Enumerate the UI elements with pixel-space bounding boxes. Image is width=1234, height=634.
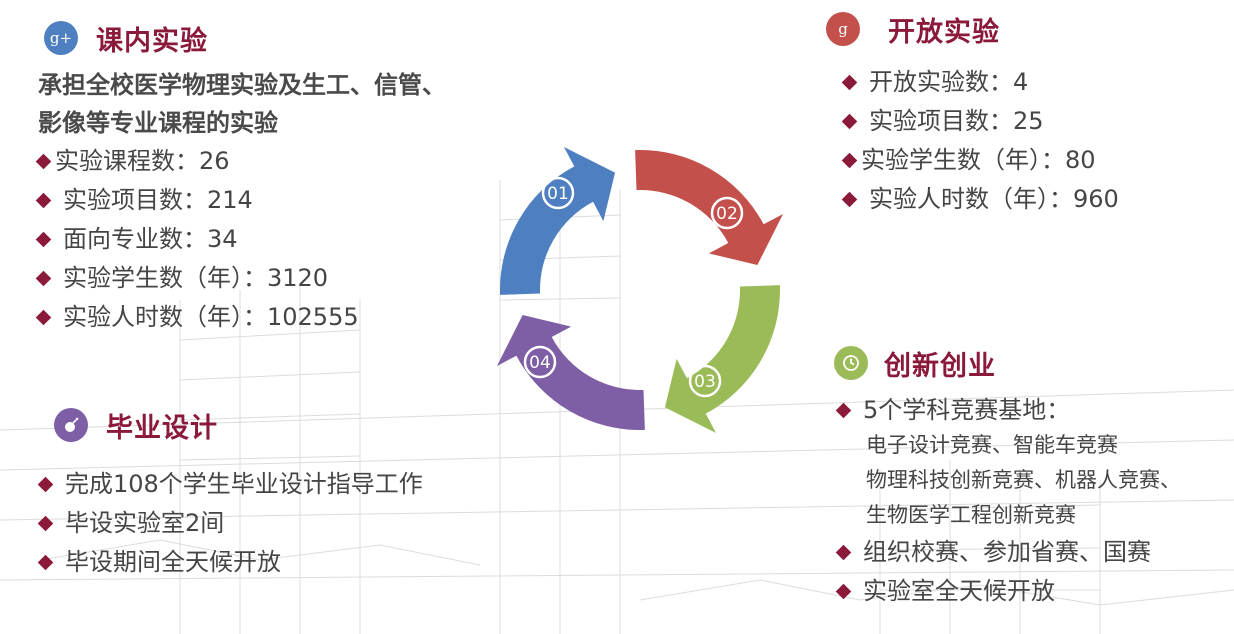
diamond-bullet-icon (37, 554, 54, 571)
innovation-section: 创新创业 5个学科竞赛基地： 电子设计竞赛、智能车竞赛 物理科技创新竞赛、机器人… (834, 343, 1181, 611)
diamond-bullet-icon (835, 544, 852, 561)
competition-line: 生物医学工程创新竞赛 (866, 503, 1076, 527)
diamond-bullet-icon (35, 153, 52, 170)
diamond-bullet-icon (841, 191, 858, 208)
list-item: 毕设实验室2间 (37, 504, 423, 543)
diamond-bullet-icon (35, 309, 52, 326)
step-02-label: 02 (710, 196, 744, 230)
open-heading: g 开放实验 (826, 9, 1119, 49)
diamond-bullet-icon (35, 270, 52, 287)
svg-text:02: 02 (716, 204, 738, 224)
diamond-bullet-icon (835, 583, 852, 600)
list-item: 面向专业数：34 (35, 220, 446, 259)
graduation-list: 完成108个学生毕业设计指导工作 毕设实验室2间 毕设期间全天候开放 (37, 465, 423, 582)
list-item: 实验人时数（年）：960 (841, 180, 1119, 219)
competition-base-list: 电子设计竞赛、智能车竞赛 物理科技创新竞赛、机器人竞赛、 生物医学工程创新竞赛 (838, 428, 1181, 533)
svg-text:01: 01 (547, 184, 569, 204)
competition-line: 电子设计竞赛、智能车竞赛 (866, 433, 1118, 457)
step-01-label: 01 (541, 176, 575, 210)
svg-text:04: 04 (529, 353, 551, 373)
competition-line: 物理科技创新竞赛、机器人竞赛、 (866, 468, 1181, 492)
list-item: 5个学科竞赛基地： (835, 391, 1181, 430)
in-class-list: 实验课程数：26 实验项目数：214 面向专业数：34 实验学生数（年）：312… (35, 142, 446, 337)
diamond-bullet-icon (841, 113, 858, 130)
cycle-arrow-04 (496, 314, 645, 430)
in-class-intro: 承担全校医学物理实验及生工、信管、 影像等专业课程的实验 (38, 71, 446, 137)
graduation-heading: 毕业设计 (54, 405, 423, 445)
google-icon: g (826, 12, 860, 46)
list-item: 实验项目数：25 (841, 102, 1119, 141)
diamond-bullet-icon (35, 192, 52, 209)
in-class-title: 课内实验 (96, 25, 208, 57)
google-plus-icon: g+ (44, 21, 78, 55)
list-item: 实验学生数（年）：3120 (35, 259, 446, 298)
step-04-label: 04 (523, 345, 557, 379)
open-section: g 开放实验 开放实验数：4 实验项目数：25 实验学生数（年）：80 实验人时… (826, 9, 1119, 219)
clock-icon (834, 346, 868, 380)
svg-text:03: 03 (694, 372, 716, 392)
innovation-title: 创新创业 (884, 350, 996, 382)
open-list: 开放实验数：4 实验项目数：25 实验学生数（年）：80 实验人时数（年）：96… (841, 63, 1119, 219)
graduation-section: 毕业设计 完成108个学生毕业设计指导工作 毕设实验室2间 毕设期间全天候开放 (37, 405, 423, 582)
list-item: 毕设期间全天候开放 (37, 543, 423, 582)
in-class-heading: g+ 课内实验 (44, 18, 446, 58)
list-item: 开放实验数：4 (841, 63, 1119, 102)
innovation-list-more: 组织校赛、参加省赛、国赛 实验室全天候开放 (835, 533, 1181, 611)
in-class-section: g+ 课内实验 承担全校医学物理实验及生工、信管、 影像等专业课程的实验 实验课… (35, 18, 446, 337)
step-03-label: 03 (688, 364, 722, 398)
cycle-arrow-02 (635, 150, 784, 266)
innovation-heading: 创新创业 (834, 343, 1181, 383)
list-item: 实验人时数（年）：102555 (35, 298, 446, 337)
cycle-arrow-03 (664, 285, 780, 434)
diamond-bullet-icon (835, 402, 852, 419)
list-item: 实验项目数：214 (35, 181, 446, 220)
list-item: 完成108个学生毕业设计指导工作 (37, 465, 423, 504)
list-item: 组织校赛、参加省赛、国赛 (835, 533, 1181, 572)
open-title: 开放实验 (888, 16, 1000, 48)
diamond-bullet-icon (841, 152, 858, 169)
list-item: 实验室全天候开放 (835, 572, 1181, 611)
bomb-icon (54, 408, 88, 442)
diamond-bullet-icon (37, 515, 54, 532)
diamond-bullet-icon (37, 476, 54, 493)
cycle-arrow-01 (500, 146, 616, 295)
diamond-bullet-icon (35, 231, 52, 248)
cycle-diagram: 01 02 03 04 (496, 146, 784, 434)
list-item: 实验课程数：26 (35, 142, 446, 181)
diamond-bullet-icon (841, 74, 858, 91)
innovation-list: 5个学科竞赛基地： (835, 391, 1181, 430)
list-item: 实验学生数（年）：80 (841, 141, 1119, 180)
graduation-title: 毕业设计 (106, 412, 218, 444)
